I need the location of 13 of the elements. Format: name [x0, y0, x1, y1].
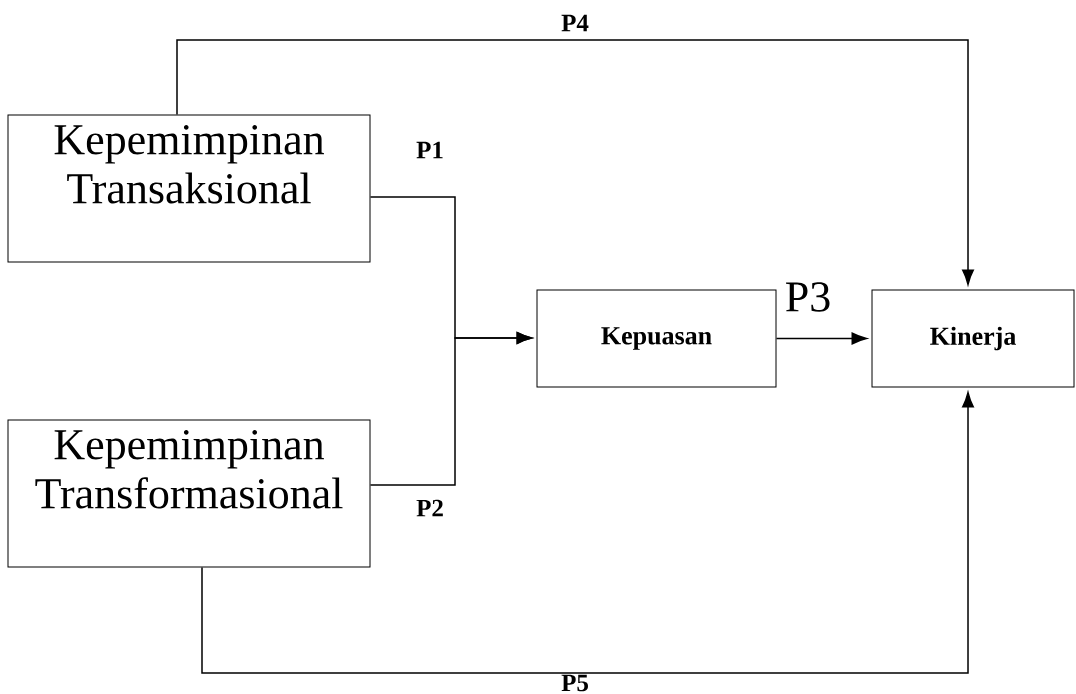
box: Kepemimpinan Transformasional	[7, 419, 371, 568]
box: Kepemimpinan Transaksional	[7, 114, 371, 263]
arrow	[201, 391, 974, 674]
box: Kepuasan	[536, 289, 777, 388]
box: Kinerja	[871, 289, 1075, 388]
edge-label: P3	[786, 282, 830, 312]
arrow	[775, 332, 868, 345]
arrow	[369, 332, 533, 486]
edge-label: P4	[561, 14, 589, 32]
edge-label: P2	[416, 499, 443, 517]
arrow	[176, 39, 974, 286]
edge-label: P1	[416, 141, 443, 159]
edge-label: P5	[561, 674, 588, 692]
